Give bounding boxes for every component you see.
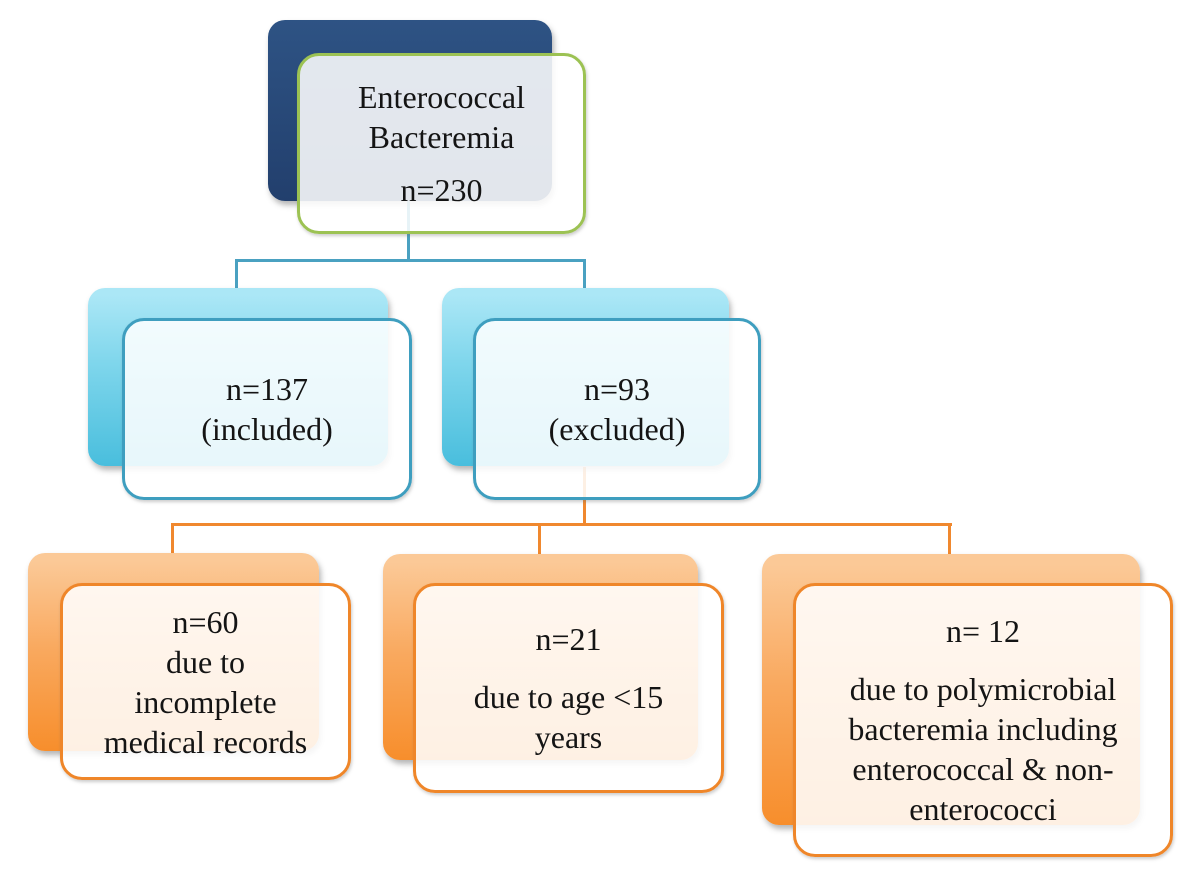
- node-included-label: (included): [201, 411, 333, 447]
- connector-age-stub: [538, 523, 541, 556]
- node-age-box: n=21 due to age <15 years: [413, 583, 724, 793]
- connector-excluded-stub: [583, 259, 586, 291]
- node-polymicrobial-box: n= 12 due to polymicrobial bacteremia in…: [793, 583, 1173, 857]
- node-incomplete-count: n=60: [172, 603, 239, 640]
- node-root-box: Enterococcal Bacteremia n=230: [297, 53, 586, 234]
- node-included-count: n=137: [225, 371, 309, 407]
- node-root-text: Enterococcal Bacteremia n=230: [358, 77, 525, 210]
- node-included-text: n=137 (included): [201, 369, 333, 449]
- node-root-title-line: Enterococcal: [358, 79, 525, 115]
- node-age-text: n=21 due to age <15 years: [473, 621, 664, 755]
- node-root-title-line: Bacteremia: [368, 119, 515, 155]
- node-incomplete-text: n=60 due to incomplete medical records: [103, 603, 308, 760]
- connector-polymicrobial-stub: [948, 523, 951, 556]
- node-polymicrobial-text: n= 12 due to polymicrobial bacteremia in…: [848, 613, 1118, 827]
- connector-included-stub: [235, 259, 238, 291]
- connector-incomplete-stub: [171, 523, 174, 556]
- node-root-title: Enterococcal Bacteremia: [358, 77, 525, 157]
- node-included-box: n=137 (included): [122, 318, 412, 500]
- node-excluded-label: (excluded): [548, 411, 686, 447]
- node-incomplete-box: n=60 due to incomplete medical records: [60, 583, 351, 780]
- node-polymicrobial-count: n= 12: [945, 613, 1021, 649]
- node-excluded-box: n=93 (excluded): [473, 318, 761, 500]
- node-root-count: n=230: [400, 172, 483, 208]
- node-excluded-count: n=93: [583, 371, 651, 407]
- connector-row2-horizontal: [171, 523, 952, 526]
- connector-row1-horizontal: [235, 259, 586, 262]
- node-excluded-text: n=93 (excluded): [549, 369, 686, 449]
- node-age-count: n=21: [535, 621, 602, 657]
